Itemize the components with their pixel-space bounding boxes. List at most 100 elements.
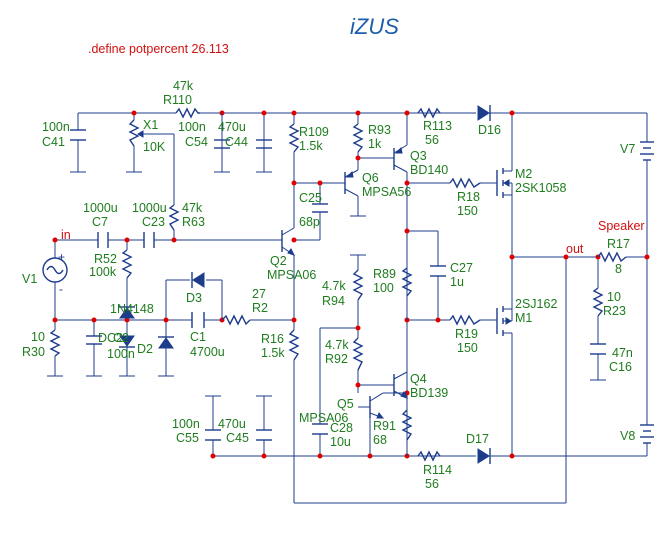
wires [54,112,648,504]
r30-value: 10 [31,330,45,344]
r91-value: 68 [373,433,387,447]
c55-ref: C55 [176,431,199,445]
r93-ref: R93 [368,123,391,137]
c45-value: 470u [218,417,246,431]
net-label-out: out [566,242,584,256]
c7-value: 1000u [83,201,118,215]
r19-value: 150 [457,341,478,355]
c2-ref: C2 [113,331,129,345]
component-labels: 100n C41 X1 10K 47k R110 100n C54 470u C… [22,79,635,491]
c23-value: 1000u [132,201,167,215]
r23-value: 10 [607,290,621,304]
q4-value: BD139 [410,386,448,400]
v1-plus-sign: + [58,250,65,264]
c25-value: 68p [299,215,320,229]
r16-value: 1.5k [261,346,285,360]
r110-value: 47k [173,79,194,93]
c55-value: 100n [172,417,200,431]
voltage-sources [42,141,654,444]
m1-value: 2SJ162 [515,297,557,311]
r89-ref: R89 [373,267,396,281]
r109-ref: R109 [299,125,329,139]
x1-ref: X1 [143,118,158,132]
c1-ref: C1 [190,330,206,344]
r113-ref: R113 [423,119,452,133]
c25-ref: C25 [299,191,322,205]
net-label-speaker: Speaker [598,219,645,233]
r52-ref: R52 [94,252,117,266]
c54-ref: C54 [185,135,208,149]
d17-ref: D17 [466,432,489,446]
q4-ref: Q4 [410,372,427,386]
r16-ref: R16 [261,332,284,346]
c1-value: 4700u [190,345,225,359]
c28-value: 10u [330,435,351,449]
r30-ref: R30 [22,345,45,359]
resistor-symbols [49,107,627,462]
r63-value: 47k [182,201,203,215]
c2-value: 100n [107,347,135,361]
c44-ref: C44 [225,135,248,149]
c16-ref: C16 [609,360,632,374]
r63-ref: R63 [182,215,205,229]
v7-ref: V7 [620,142,635,156]
q5-value: MPSA06 [299,411,348,425]
q3-value: BD140 [410,163,448,177]
ground-symbols [47,171,606,397]
d16-ref: D16 [478,123,501,137]
q6-ref: Q6 [362,171,379,185]
r17-value: 8 [615,262,622,276]
mosfet-symbols [496,163,513,338]
r114-ref: R114 [423,463,452,477]
c44-value: 470u [218,120,246,134]
r114-value: 56 [425,477,439,491]
d2-ref: D2 [137,342,153,356]
capacitor-symbols [70,113,606,441]
v1-ref: V1 [22,272,37,286]
r94-value: 4.7k [322,279,346,293]
r92-ref: R92 [325,352,348,366]
r92-value: 4.7k [325,338,349,352]
r109-value: 1.5k [299,139,323,153]
r93-value: 1k [368,137,382,151]
r89-value: 100 [373,281,394,295]
m1-ref: M1 [515,311,532,325]
c27-ref: C27 [450,261,473,275]
q5-ref: Q5 [337,397,354,411]
r17-ref: R17 [607,237,630,251]
r19-ref: R19 [455,327,478,341]
q2-ref: Q2 [270,254,287,268]
r110-ref: R110 [163,93,192,107]
x1-value: 10K [143,140,166,154]
q3-ref: Q3 [410,149,427,163]
c16-value: 47n [612,346,633,360]
m2-ref: M2 [515,167,532,181]
r91-ref: R91 [373,419,396,433]
q6-value: MPSA56 [362,185,411,199]
potentiometer-x1 [128,119,146,147]
c23-ref: C23 [142,215,165,229]
q2-value: MPSA06 [267,268,316,282]
m2-value: 2SK1058 [515,181,566,195]
junctions [52,110,650,459]
spice-directive: .define potpercent 26.113 [88,42,229,56]
c7-ref: C7 [92,215,108,229]
r2-value: 27 [252,287,266,301]
diode-symbols [119,105,500,464]
r2-ref: R2 [252,301,268,315]
dc2-ref: DC2 [98,331,123,345]
r23-ref: R23 [603,304,626,318]
c54-value: 100n [178,120,206,134]
r113-value: 56 [425,133,439,147]
r94-ref: R94 [322,294,345,308]
c41-ref: C41 [42,135,65,149]
v1-minus-sign: - [59,282,63,296]
c28-ref: C28 [330,421,353,435]
d3-value: 1N4148 [110,302,154,316]
transistor-symbols [281,144,408,419]
c27-value: 1u [450,275,464,289]
c41-value: 100n [42,120,70,134]
d3-ref: D3 [186,291,202,305]
net-label-in: in [61,228,71,242]
